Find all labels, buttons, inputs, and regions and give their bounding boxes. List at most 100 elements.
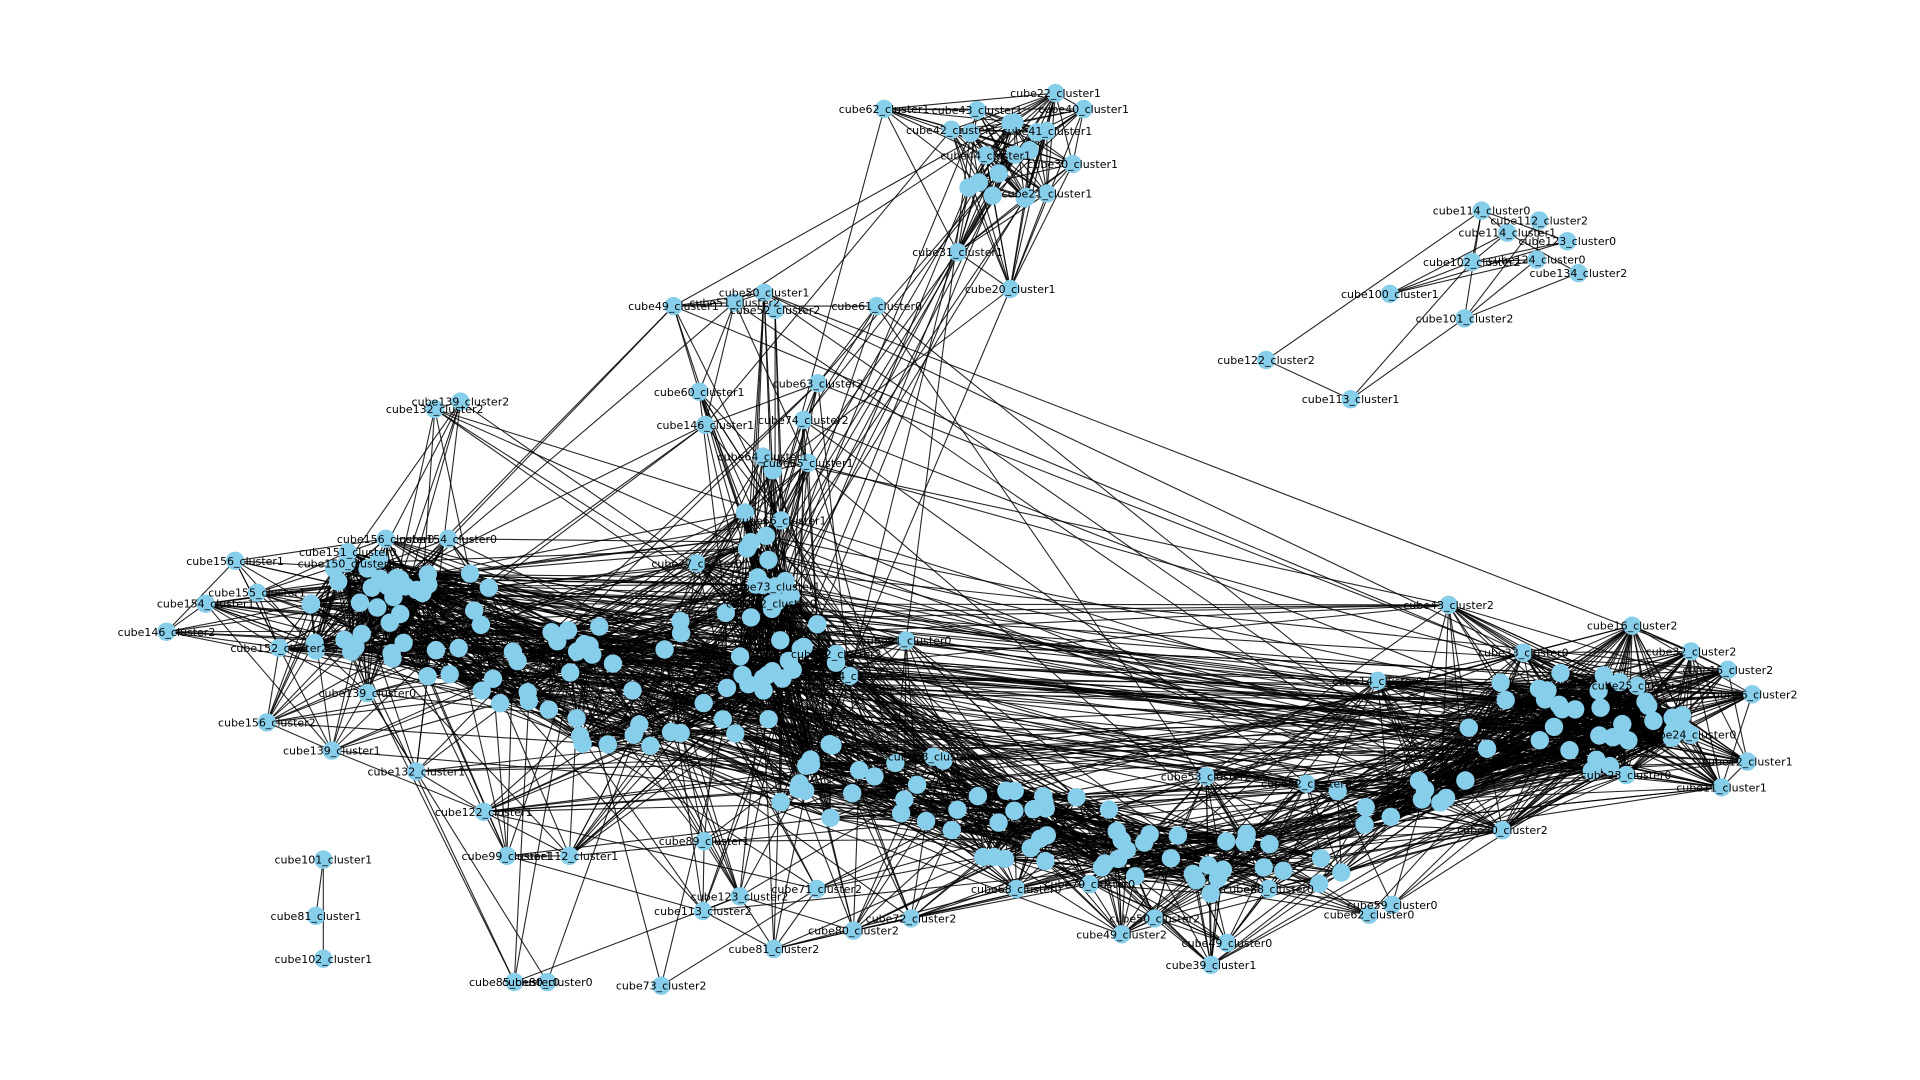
node-cube33_cluster0 (1514, 643, 1533, 662)
graph-node (1381, 807, 1401, 827)
graph-edge (1625, 737, 1673, 776)
graph-edge (266, 652, 392, 723)
graph-edge (1263, 748, 1488, 868)
graph-node (891, 804, 911, 823)
node-cube156_cluster2 (257, 713, 277, 732)
node-cube152_cluster2 (270, 638, 289, 657)
graph-node (1125, 867, 1145, 886)
graph-edge (830, 817, 927, 822)
graph-edge (1418, 727, 1470, 782)
node-cube31_cluster1 (948, 243, 967, 262)
graph-edge (427, 511, 746, 575)
graph-node (479, 578, 498, 597)
graph-edge (393, 595, 791, 598)
graph-edge (403, 642, 485, 813)
graph-edge (568, 724, 640, 857)
node-label: cube123_cluster2 (691, 890, 789, 903)
graph-edge (205, 603, 333, 751)
graph-edge (762, 678, 833, 746)
graph-edge (739, 678, 764, 897)
graph-edge (1177, 835, 1247, 840)
graph-node (1530, 731, 1550, 750)
graph-edge (734, 733, 799, 790)
graph-edge (427, 573, 489, 589)
node-label: cube65_cluster1 (763, 457, 854, 470)
node-label: cube101_cluster1 (274, 854, 372, 867)
graph-node (737, 539, 757, 558)
node-cube25_cluster2 (1627, 676, 1647, 695)
node-label: cube134_cluster2 (1530, 267, 1628, 280)
graph-edge (1101, 866, 1197, 881)
graph-edge (968, 92, 1056, 188)
graph-node (730, 647, 750, 666)
graph-edge (1143, 680, 1378, 843)
graph-node (995, 849, 1015, 869)
graph-node (895, 790, 914, 809)
graph-edge (1464, 690, 1548, 781)
graph-edge (513, 700, 530, 983)
graph-edge (506, 817, 831, 857)
node-label: cube151_cluster0 (299, 546, 397, 559)
graph-edge (266, 604, 312, 723)
graph-node (1551, 663, 1570, 683)
node-label: cube23_cluster0 (1581, 769, 1672, 782)
graph-node (580, 636, 599, 655)
graph-node (763, 461, 782, 480)
graph-edge (1631, 625, 1729, 671)
node-label: cube71_cluster2 (771, 883, 862, 896)
graph-edge (427, 573, 569, 631)
graph-edge (1244, 748, 1488, 843)
node-cube91_cluster0 (896, 631, 916, 650)
node-cube80_cluster0 (538, 972, 557, 992)
graph-node (763, 662, 782, 681)
graph-edge (361, 633, 570, 857)
graph-edge (1101, 867, 1123, 935)
graph-edge (1206, 748, 1488, 777)
node-label: cube84_cluster1 (804, 670, 895, 683)
graph-edge (517, 660, 799, 790)
graph-edge (499, 511, 746, 704)
graph-edge (884, 108, 1015, 123)
graph-edge (1500, 674, 1604, 684)
node-cube146_cluster1 (696, 415, 715, 435)
graph-node (1005, 112, 1024, 132)
graph-edge (849, 187, 970, 677)
node-cube72_cluster2 (901, 909, 921, 928)
node-cube62_cluster1 (874, 99, 894, 119)
graph-edge (734, 301, 1503, 831)
graph-edge (331, 702, 501, 752)
graph-edge (1026, 163, 1074, 198)
graph-edge (735, 732, 896, 764)
graph-edge (817, 623, 1539, 690)
graph-node (671, 611, 690, 631)
graph-edge (579, 663, 614, 737)
node-label: cube68_cluster0 (971, 883, 1062, 896)
graph-node (1560, 741, 1579, 760)
graph-edge (1560, 650, 1692, 674)
node-cube122_cluster1 (474, 802, 493, 821)
graph-edge (1265, 359, 1351, 400)
graph-node (590, 617, 609, 636)
graph-edge (1016, 866, 1103, 890)
graph-edge (763, 292, 1692, 652)
node-cube53_cluster2 (1196, 767, 1216, 786)
node-label: cube59_cluster0 (1347, 899, 1438, 912)
node-cube156_cluster0 (376, 529, 395, 548)
graph-edge (704, 129, 952, 426)
graph-node (460, 564, 480, 583)
graph-edge (310, 604, 501, 704)
graph-node (694, 693, 713, 713)
node-label: cube146_cluster1 (656, 419, 754, 432)
graph-edge (670, 535, 767, 733)
graph-node (983, 186, 1002, 205)
node-cube23_cluster0 (1616, 765, 1636, 785)
graph-edge (704, 424, 782, 521)
node-label: cube51_cluster2 (689, 296, 780, 309)
graph-node (1254, 858, 1274, 877)
graph-edge (568, 745, 651, 857)
node-cube71_cluster2 (807, 879, 826, 899)
graph-edge (951, 789, 1426, 831)
node-label: cube63_cluster0 (888, 751, 979, 764)
graph-edge (421, 408, 436, 594)
graph-edge (570, 671, 724, 720)
